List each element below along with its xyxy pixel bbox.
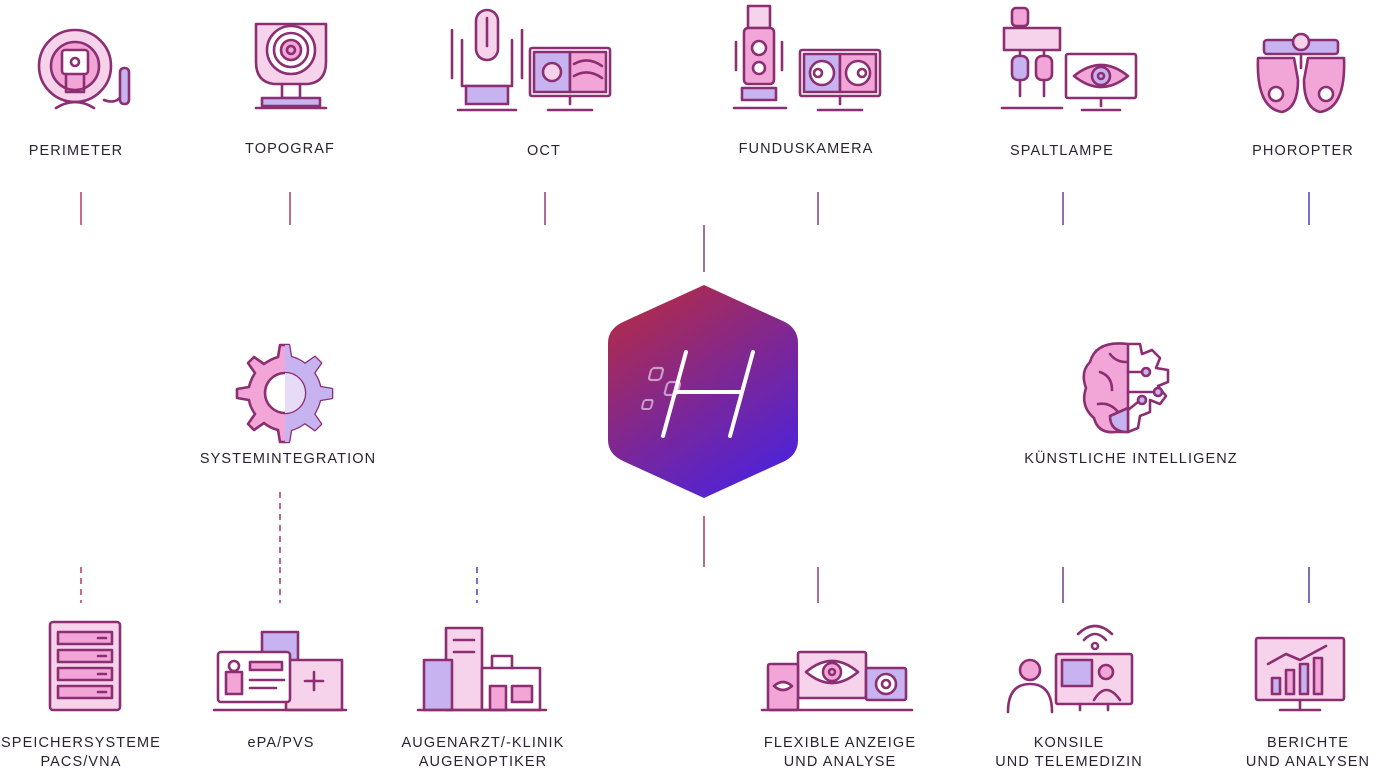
node-systemintegration[interactable]: SYSTEMINTEGRATION [200,343,376,467]
integration-label-line1: ePA/PVS [247,735,314,751]
device-slit-lamp[interactable]: SPALTLAMPE [1000,6,1138,159]
integration-label-line1: AUGENARZT/-KLINIK [402,735,565,751]
topograph-icon [254,22,328,110]
device-label: OCT [527,143,561,159]
phoropter-icon [1256,32,1346,114]
gear-icon [235,343,334,444]
device-label: TOPOGRAF [245,141,335,157]
integration-label-line1: SPEICHERSYSTEME [1,735,161,751]
device-fundus-camera[interactable]: FUNDUSKAMERA [732,4,882,157]
ai-brain-icon [1082,342,1170,434]
integration-storage[interactable]: SPEICHERSYSTEME PACS/VNA [1,620,161,770]
bottom-left-dashed-lines [80,492,478,603]
perimeter-icon [37,28,131,110]
server-rack-icon [48,620,122,712]
slit-lamp-icon [1000,6,1138,112]
device-oct[interactable]: OCT [450,8,612,159]
telemedicine-icon [1006,624,1134,714]
integration-clinic[interactable]: AUGENARZT/-KLINIK AUGENOPTIKER [402,626,565,770]
output-telemedicine[interactable]: KONSILE UND TELEMEDIZIN [995,624,1143,770]
patient-record-icon [212,630,348,712]
integration-label-line2: PACS/VNA [40,754,121,770]
device-label: SPALTLAMPE [1010,143,1114,159]
output-label-line2: UND ANALYSEN [1246,754,1370,770]
top-connector-lines [80,192,1310,272]
node-ai[interactable]: KÜNSTLICHE INTELLIGENZ [1024,342,1238,467]
output-reports[interactable]: BERICHTE UND ANALYSEN [1246,636,1370,770]
output-label-line1: BERICHTE [1267,735,1349,751]
device-label: PERIMETER [29,143,124,159]
multi-display-icon [760,650,914,712]
integration-label-line2: AUGENOPTIKER [419,754,547,770]
node-label: SYSTEMINTEGRATION [200,451,376,467]
center-hub[interactable] [608,285,798,498]
device-label: PHOROPTER [1252,143,1354,159]
output-flexible-display[interactable]: FLEXIBLE ANZEIGE UND ANALYSE [760,650,916,770]
output-label-line1: FLEXIBLE ANZEIGE [764,735,916,751]
device-phoropter[interactable]: PHOROPTER [1252,32,1354,159]
hyperspace-logo-icon [641,350,755,438]
output-label-line2: UND ANALYSE [784,754,897,770]
integration-epa-pvs[interactable]: ePA/PVS [212,630,348,751]
node-label: KÜNSTLICHE INTELLIGENZ [1024,449,1238,467]
device-perimeter[interactable]: PERIMETER [29,28,131,159]
bottom-right-connector-lines [703,516,1310,603]
oct-icon [450,8,612,112]
report-chart-icon [1254,636,1346,712]
device-label: FUNDUSKAMERA [739,141,874,157]
device-topograph[interactable]: TOPOGRAF [245,22,335,157]
output-label-line1: KONSILE [1034,735,1105,751]
output-label-line2: UND TELEMEDIZIN [995,754,1143,770]
fundus-camera-icon [732,4,882,112]
clinic-building-icon [416,626,548,712]
